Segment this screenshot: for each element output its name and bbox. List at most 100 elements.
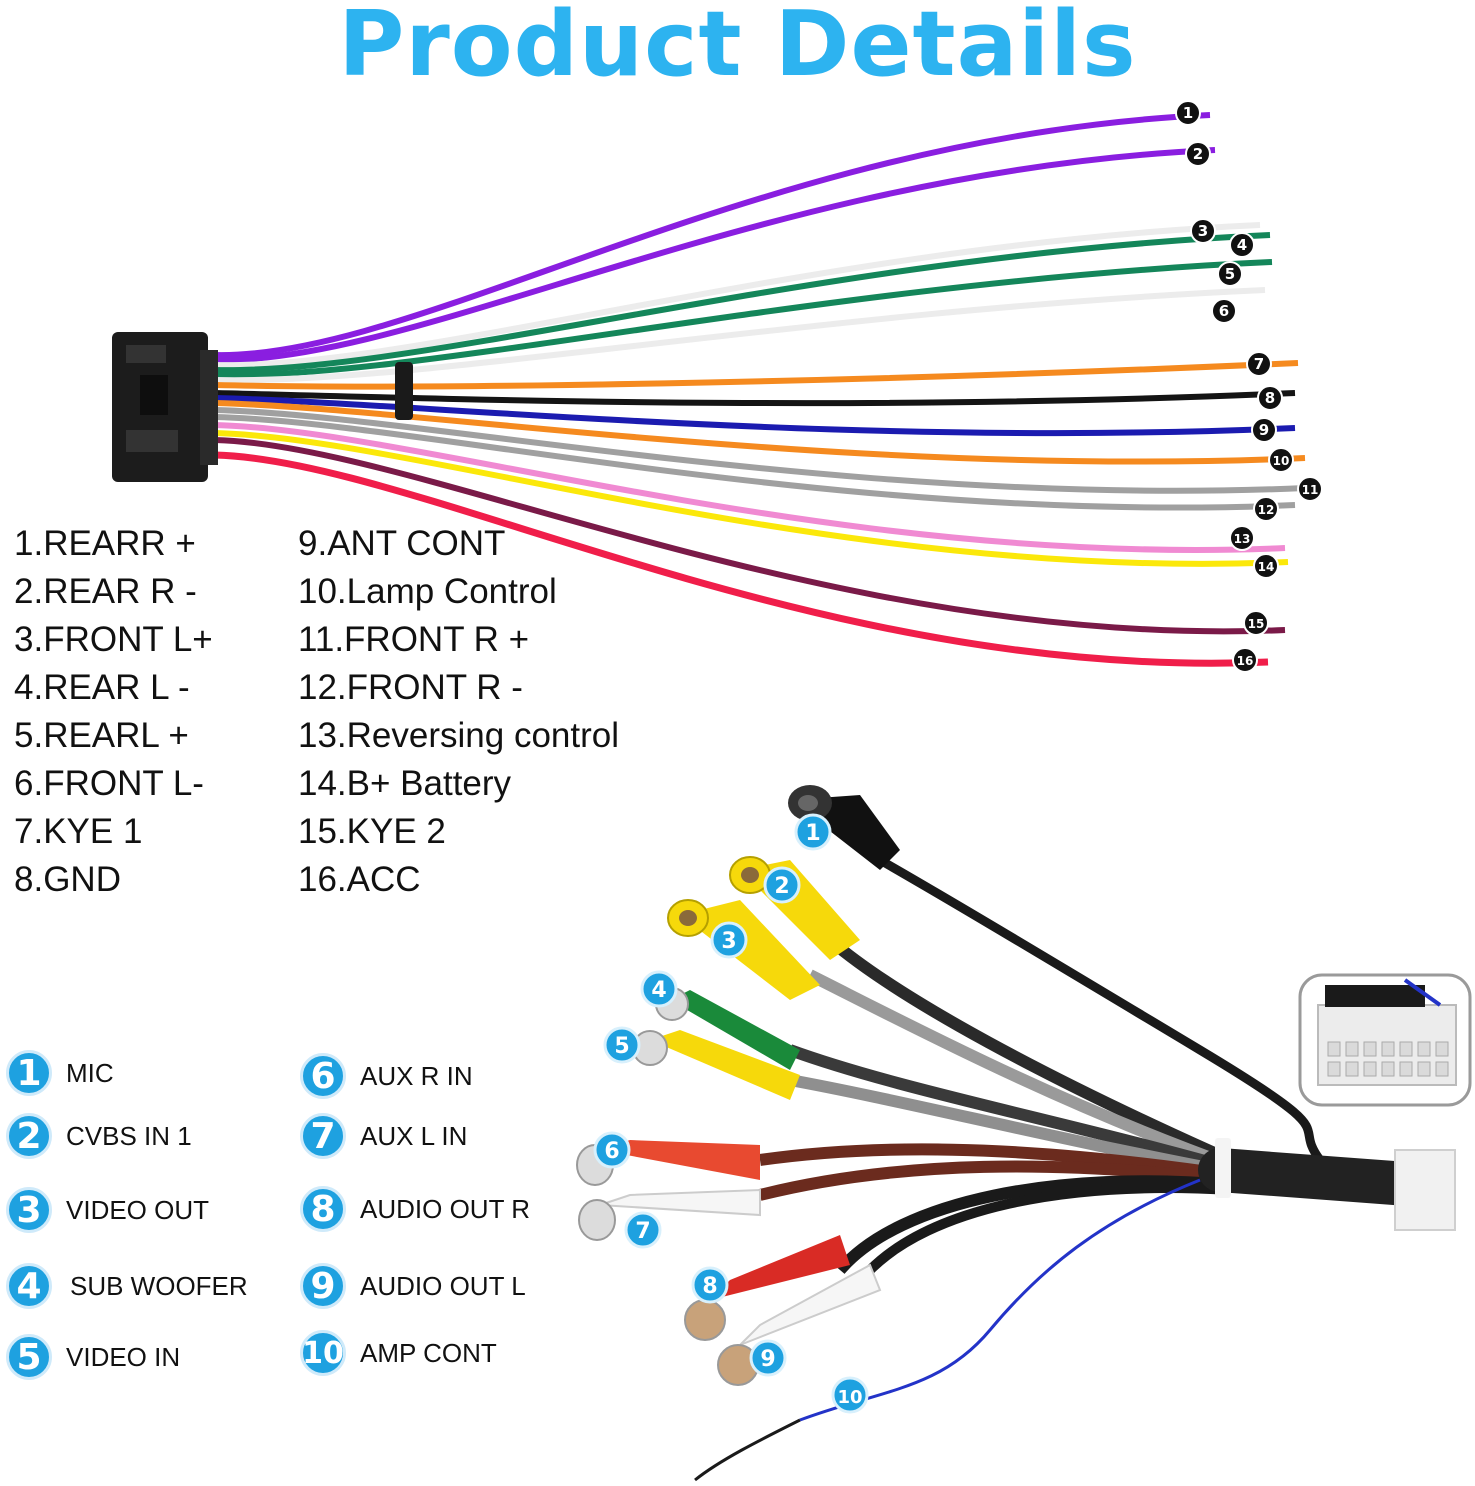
legend-badge-7: 7 (300, 1113, 346, 1159)
rca-badge-7 (624, 1211, 662, 1249)
harness-badge-num-10: 10 (1273, 454, 1290, 468)
wire-label-6: 6.FRONT L- (14, 764, 204, 803)
legend-badge-1: 1 (6, 1050, 52, 1096)
harness-badge-num-15: 15 (1248, 617, 1265, 631)
harness-badge-num-12: 12 (1258, 503, 1275, 517)
harness-badge-num-9: 9 (1259, 421, 1269, 439)
wire-label-13: 13.Reversing control (298, 716, 619, 755)
rca-badge-num-2: 2 (774, 874, 789, 899)
harness-badge-5 (1217, 261, 1243, 287)
rca-badge-4 (640, 970, 678, 1008)
harness-wires (214, 112, 1306, 667)
rca-plug-8 (684, 1235, 850, 1341)
rca-legend-item-4: 4 SUB WOOFER (6, 1263, 248, 1309)
harness-badge-14 (1253, 553, 1279, 579)
rca-plug-7 (578, 1188, 761, 1241)
wire-label-7: 7.KYE 1 (14, 812, 143, 851)
legend-label-1: MIC (66, 1057, 114, 1088)
harness-badge-4 (1229, 232, 1255, 258)
rca-plug-3 (667, 899, 820, 1000)
rca-badge-6 (593, 1131, 631, 1169)
harness-badge-1 (1175, 100, 1201, 126)
rca-badge-5 (603, 1026, 641, 1064)
rca-badge-num-10: 10 (837, 1387, 862, 1408)
rca-legend-item-7: 7 AUX L IN (300, 1113, 467, 1159)
harness-badge-3 (1190, 218, 1216, 244)
rca-badge-num-8: 8 (702, 1274, 717, 1299)
rca-plug-1 (788, 785, 900, 870)
rca-badge-num-6: 6 (604, 1139, 619, 1164)
harness-wire-9 (214, 395, 1296, 437)
harness-badge-num-6: 6 (1219, 302, 1229, 320)
legend-label-9: AUDIO OUT L (360, 1270, 526, 1301)
wire-label-10: 10.Lamp Control (298, 572, 557, 611)
rca-badge-num-1: 1 (805, 821, 820, 846)
harness-wire-5 (214, 259, 1273, 379)
harness-badge-13 (1229, 525, 1255, 551)
rca-badge-num-3: 3 (721, 929, 736, 954)
harness-badge-num-8: 8 (1265, 389, 1275, 407)
harness-badge-num-7: 7 (1254, 355, 1264, 373)
harness-badge-num-4: 4 (1237, 236, 1247, 254)
harness-wire-6 (214, 287, 1266, 384)
legend-label-4: SUB WOOFER (70, 1270, 248, 1301)
harness-badge-6 (1211, 298, 1237, 324)
rca-badge-10 (831, 1376, 869, 1414)
legend-badge-4: 4 (6, 1263, 52, 1309)
harness-wire-7 (214, 360, 1299, 390)
wire-label-12: 12.FRONT R - (298, 668, 523, 707)
legend-label-2: CVBS IN 1 (66, 1120, 192, 1151)
rca-legend-item-2: 2 CVBS IN 1 (6, 1113, 192, 1159)
harness-badge-num-14: 14 (1258, 560, 1275, 574)
harness-connector (112, 332, 413, 482)
harness-wire-12 (214, 414, 1296, 511)
rca-legend-item-3: 3 VIDEO OUT (6, 1187, 209, 1233)
harness-wire-8 (214, 390, 1296, 407)
harness-badge-2 (1185, 141, 1211, 167)
wire-label-15: 15.KYE 2 (298, 812, 446, 851)
harness-badge-16 (1232, 647, 1258, 673)
harness-badge-num-11: 11 (1302, 483, 1319, 497)
harness-badge-7 (1246, 351, 1272, 377)
rca-badge-num-5: 5 (614, 1034, 629, 1059)
wire-label-8: 8.GND (14, 860, 121, 899)
rca-badge-2 (763, 866, 801, 904)
rca-badge-8 (691, 1266, 729, 1304)
harness-wire-10 (214, 400, 1306, 465)
wire-label-14: 14.B+ Battery (298, 764, 512, 803)
wire-label-5: 5.REARL + (14, 716, 189, 755)
harness-wire-1 (214, 112, 1211, 359)
rca-badge-9 (749, 1339, 787, 1377)
harness-badge-10 (1268, 447, 1294, 473)
legend-badge-10: 10 (300, 1330, 346, 1376)
wire-label-9: 9.ANT CONT (298, 524, 506, 563)
cable-tie (395, 362, 413, 420)
legend-label-6: AUX R IN (360, 1060, 473, 1091)
harness-wire-3 (214, 222, 1261, 369)
legend-label-7: AUX L IN (360, 1120, 468, 1151)
wire-label-2: 2.REAR R - (14, 572, 197, 611)
wire-label-1: 1.REARR + (14, 524, 196, 563)
wire-label-11: 11.FRONT R + (298, 620, 530, 659)
rca-badge-num-9: 9 (760, 1347, 775, 1372)
harness-badge-num-13: 13 (1234, 532, 1251, 546)
rca-badge-num-7: 7 (635, 1219, 650, 1244)
harness-badge-num-1: 1 (1183, 104, 1193, 122)
legend-badge-9: 9 (300, 1263, 346, 1309)
harness-wire-16 (214, 451, 1269, 667)
legend-badge-2: 2 (6, 1113, 52, 1159)
harness-wire-4 (214, 232, 1271, 374)
harness-wire-2 (214, 147, 1216, 364)
harness-badge-12 (1253, 496, 1279, 522)
legend-badge-6: 6 (300, 1053, 346, 1099)
legend-label-10: AMP CONT (360, 1337, 497, 1368)
legend-label-3: VIDEO OUT (66, 1194, 210, 1225)
rca-legend-item-6: 6 AUX R IN (300, 1053, 473, 1099)
harness-wire-13 (214, 422, 1286, 553)
page-title: Product Details (338, 0, 1137, 97)
rca-harness (576, 785, 1472, 1482)
rca-legend-item-8: 8 AUDIO OUT R (300, 1186, 530, 1232)
harness-badge-9 (1251, 417, 1277, 443)
harness-badge-num-5: 5 (1225, 265, 1235, 283)
